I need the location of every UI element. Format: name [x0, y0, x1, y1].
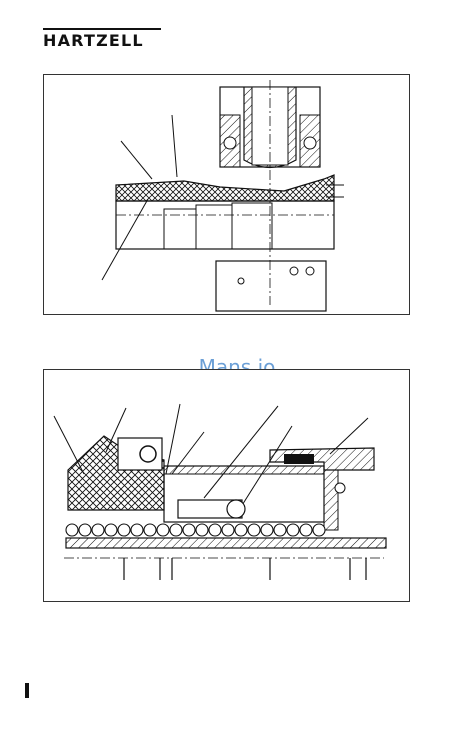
leader-line	[329, 417, 369, 455]
leader-line	[165, 403, 181, 475]
hartzell-logo: HARTZELL	[43, 28, 161, 49]
ball-race-cross-section-drawing	[53, 403, 387, 580]
leader-line	[203, 405, 279, 499]
leader-line	[120, 140, 153, 180]
figure-2-frame	[43, 369, 410, 602]
page-edge-marker	[25, 683, 29, 698]
bearing-cross-section-drawing	[101, 80, 344, 312]
ball-row	[65, 523, 326, 537]
figure-1-frame	[43, 74, 410, 315]
leader-line	[101, 198, 149, 281]
leader-line	[171, 114, 178, 178]
